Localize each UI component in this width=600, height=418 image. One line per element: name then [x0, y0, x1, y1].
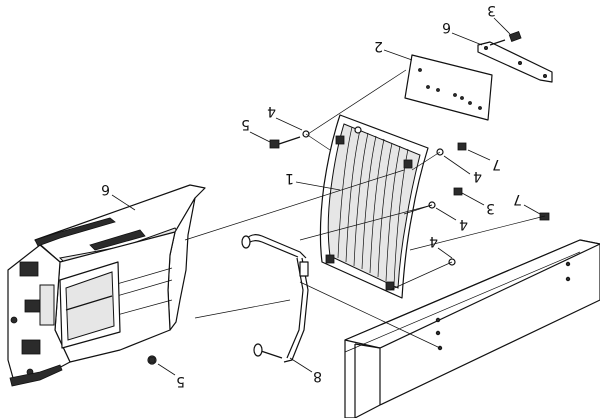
callout-3-mid: 3 [486, 200, 495, 216]
hopper-housing [7, 184, 206, 387]
screw-left-grille [269, 136, 301, 149]
screw-right-2 [453, 187, 463, 196]
callout-5-bottom: 5 [176, 373, 185, 389]
top-plate [404, 54, 493, 121]
screw-far-right [539, 212, 550, 221]
callout-6-side: 6 [442, 19, 451, 35]
callout-4-d: 4 [429, 233, 438, 249]
callout-7-b: 7 [513, 191, 522, 207]
screw-right-1 [457, 142, 467, 151]
callout-5-top: 5 [241, 116, 250, 132]
rod-bracket [241, 234, 309, 363]
callout-9: 6 [101, 181, 110, 197]
alignment-lines [184, 69, 546, 349]
callout-3-top: 3 [487, 2, 496, 18]
grille-slats [337, 126, 409, 286]
screw-bottom-left [148, 356, 156, 364]
callout-4-a: 4 [267, 103, 276, 119]
grille-screen [319, 114, 429, 299]
callout-4-b: 4 [473, 168, 482, 184]
callouts: 3 6 2 4 5 7 4 1 6 3 7 4 4 5 8 [101, 2, 541, 389]
callout-4-c: 4 [459, 216, 468, 232]
screw-top-right [489, 30, 522, 46]
callout-8: 8 [313, 368, 322, 384]
callout-7-a: 7 [492, 156, 501, 172]
bottom-bar [344, 239, 600, 418]
callout-2: 2 [374, 38, 383, 54]
bracket-strip [477, 41, 553, 83]
callout-1: 1 [285, 170, 294, 186]
